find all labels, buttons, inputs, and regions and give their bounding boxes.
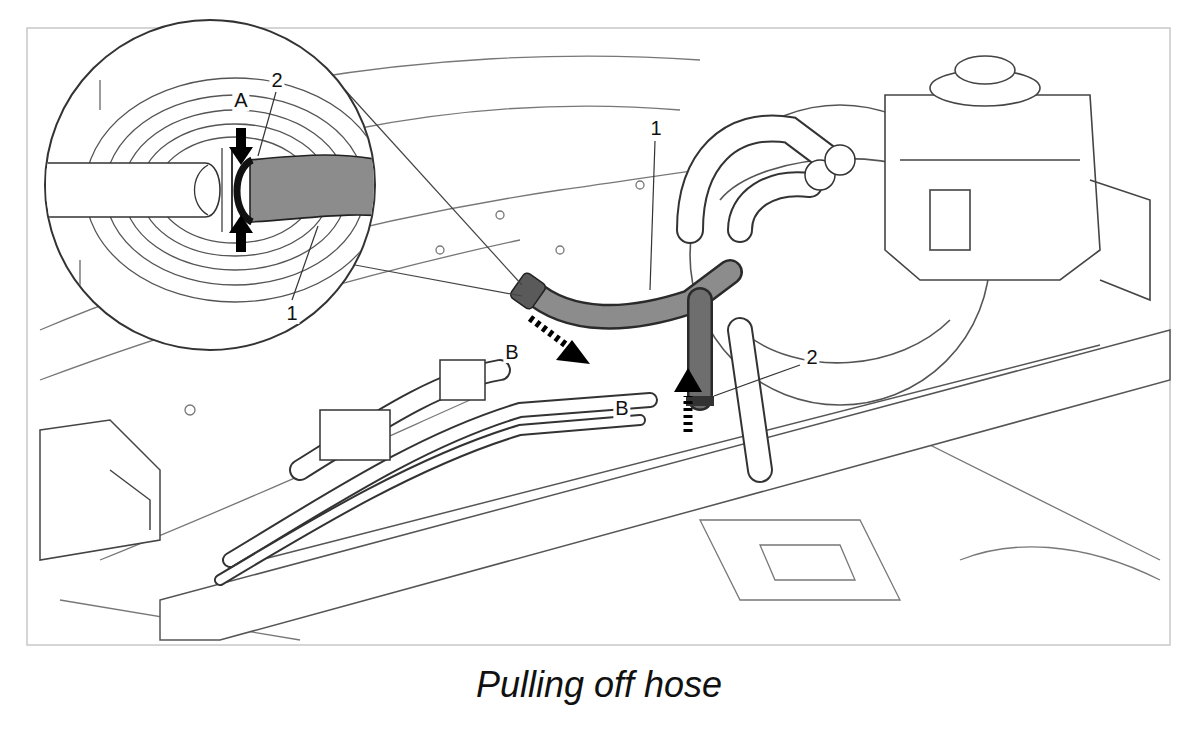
fluid-reservoir-part bbox=[930, 190, 970, 250]
detail-inset bbox=[40, 20, 400, 350]
squeeze-arrow bbox=[229, 147, 253, 165]
main-leaders-part bbox=[714, 365, 800, 396]
engine-bay-part bbox=[350, 106, 680, 130]
arrow-letter: A bbox=[232, 89, 249, 111]
lower-lines-part bbox=[740, 330, 760, 470]
fluid-reservoir-part bbox=[900, 159, 1080, 161]
inset-leaders-part bbox=[355, 265, 522, 296]
leader-line bbox=[292, 226, 318, 300]
brake-booster-part bbox=[740, 320, 950, 363]
left-bracket-part bbox=[40, 420, 160, 560]
direction-arrows-part bbox=[556, 340, 590, 364]
engine-bay-part bbox=[636, 181, 644, 189]
engine-bay-part bbox=[185, 405, 195, 415]
fluid-reservoir-part bbox=[885, 95, 1100, 280]
direction-arrows bbox=[530, 318, 702, 432]
engine-bay-part bbox=[300, 56, 700, 80]
direction-arrows-part bbox=[684, 396, 693, 432]
upper-hoses-part bbox=[740, 184, 810, 230]
detail-inset-part-part bbox=[221, 148, 222, 232]
detail-inset-part-part bbox=[80, 80, 100, 300]
fluid-reservoir-part bbox=[1090, 180, 1150, 300]
detail-inset-part-part bbox=[195, 165, 209, 215]
detail-inset-part-part bbox=[40, 163, 220, 217]
detail-inset-part-part bbox=[237, 160, 252, 222]
lower-lines-part bbox=[740, 330, 760, 470]
frame-member-part bbox=[260, 345, 1100, 560]
squeeze-arrow bbox=[236, 128, 246, 148]
left-bracket bbox=[40, 420, 160, 560]
squeeze-arrow bbox=[229, 215, 253, 233]
detail-inset-part-part bbox=[231, 150, 233, 230]
engine-bay-part bbox=[760, 545, 855, 580]
engine-bay-part bbox=[556, 246, 564, 254]
engine-bay-part bbox=[496, 211, 504, 219]
figure-caption: Pulling off hose bbox=[0, 664, 1198, 706]
callout-number: 1 bbox=[284, 302, 299, 324]
left-bracket-part bbox=[110, 470, 150, 530]
frame-member bbox=[160, 330, 1170, 640]
fluid-reservoir bbox=[885, 56, 1150, 300]
fluid-reservoir-part bbox=[955, 56, 1015, 84]
upper-hoses bbox=[690, 128, 855, 230]
arrow-letter: B bbox=[613, 397, 630, 419]
lower-lines-part bbox=[220, 420, 640, 580]
lower-lines-part bbox=[220, 420, 640, 580]
main-leaders-part bbox=[650, 141, 655, 290]
engine-bay-part bbox=[436, 246, 444, 254]
arrow-letter: B bbox=[503, 341, 520, 363]
engine-bay-part bbox=[960, 547, 1160, 580]
upper-hoses-part bbox=[825, 145, 855, 175]
direction-arrows-part bbox=[530, 318, 566, 345]
lower-lines-part bbox=[440, 360, 485, 400]
leader-line bbox=[258, 92, 276, 156]
callout-number: 2 bbox=[269, 69, 284, 91]
lower-lines-part bbox=[320, 410, 390, 460]
main-leaders bbox=[650, 141, 800, 396]
detail-inset-part-part bbox=[250, 155, 400, 222]
lower-lines bbox=[220, 330, 760, 580]
callout-number: 1 bbox=[648, 117, 663, 139]
upper-hoses-part bbox=[740, 184, 810, 230]
direction-arrows-part bbox=[674, 368, 702, 392]
detail-inset-part bbox=[40, 78, 400, 302]
squeeze-arrow bbox=[236, 232, 246, 252]
frame-member-part bbox=[160, 330, 1170, 640]
heater-hoses bbox=[509, 271, 730, 406]
callout-number: 2 bbox=[804, 346, 819, 368]
engine-bay-part bbox=[700, 520, 900, 600]
